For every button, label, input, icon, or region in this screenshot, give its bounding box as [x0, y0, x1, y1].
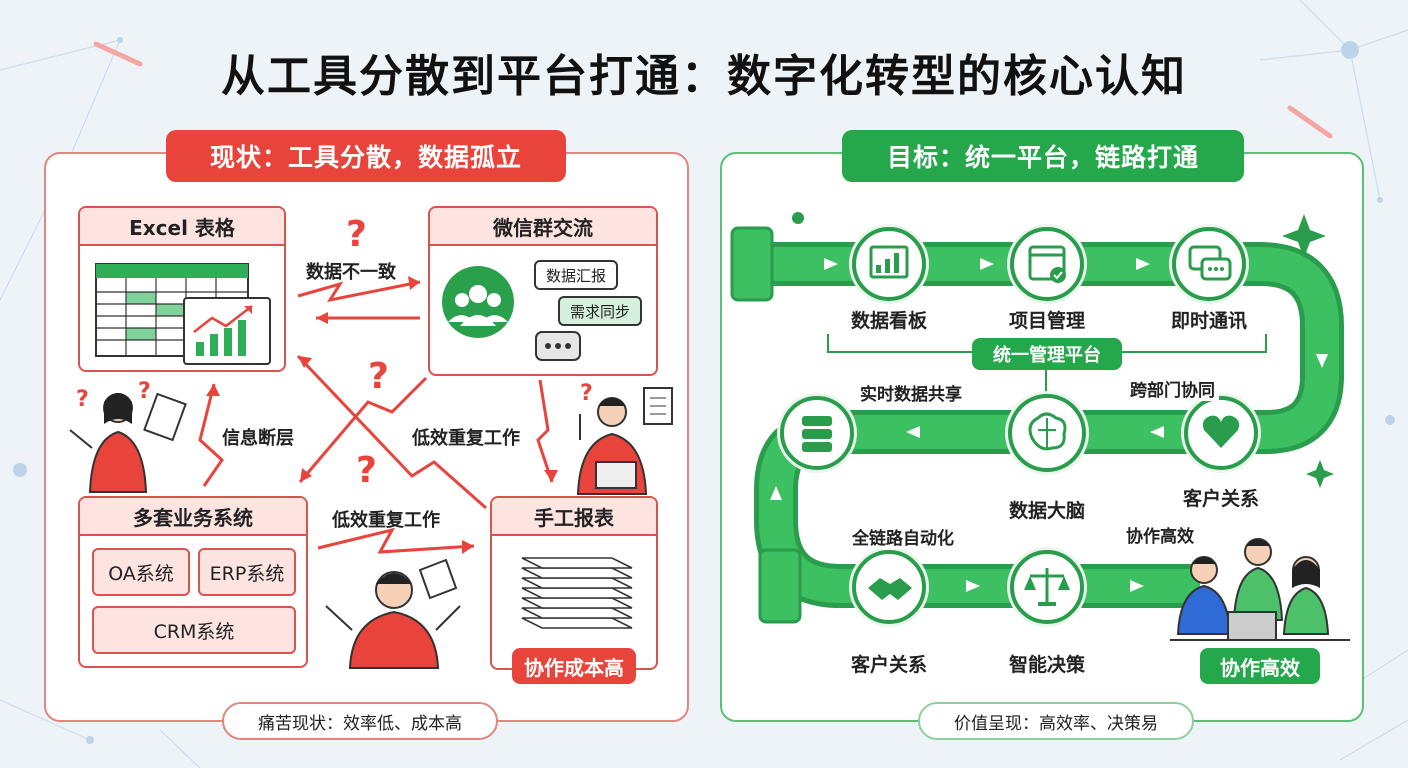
paper-stack-icon [521, 557, 633, 629]
tag-collab-efficient: 协作高效 [1122, 522, 1198, 547]
chat-icon [1188, 245, 1232, 281]
label-repeat-work-2: 低效重复工作 [332, 510, 440, 531]
node-customer-1 [1184, 396, 1258, 470]
node-database [780, 396, 854, 470]
label-project: 项目管理 [1008, 310, 1085, 332]
excel-box-title: Excel 表格 [80, 208, 284, 246]
crm-system: CRM系统 [92, 606, 296, 654]
bubble-data-report: 数据汇报 [534, 260, 618, 290]
group-chat-icon [442, 266, 581, 361]
bar-chart-icon [183, 297, 271, 365]
platform-badge: 统一管理平台 [972, 338, 1122, 370]
heart-icon [1202, 415, 1240, 448]
svg-text:?: ? [368, 356, 389, 397]
chat-dots-icon [535, 331, 581, 361]
erp-system: ERP系统 [198, 548, 296, 596]
brain-icon [1028, 412, 1067, 451]
spreadsheet-icon [95, 263, 271, 365]
bubble-requirement-sync: 需求同步 [558, 296, 642, 326]
manual-report-box: 手工报表 [490, 496, 658, 670]
node-project [1010, 227, 1084, 301]
node-dashboard [852, 227, 926, 301]
node-im [1172, 227, 1246, 301]
node-data-brain [1008, 394, 1086, 472]
node-decision [1010, 550, 1084, 624]
oa-system: OA系统 [92, 548, 190, 596]
excel-box: Excel 表格 [78, 206, 286, 372]
node-customer-2 [852, 550, 926, 624]
label-data-inconsistent: 数据不一致 [306, 262, 396, 283]
wechat-box: 微信群交流 [428, 206, 658, 376]
svg-text:?: ? [76, 387, 89, 412]
team-icon [1170, 538, 1350, 641]
left-panel-header: 现状：工具分散，数据孤立 [166, 130, 566, 182]
pointing-man-icon [576, 387, 673, 495]
tag-realtime-share: 实时数据共享 [856, 380, 966, 405]
tag-cross-dept: 跨部门协同 [1126, 376, 1219, 401]
label-decision: 智能决策 [1008, 654, 1085, 676]
main-title: 从工具分散到平台打通：数字化转型的核心认知 [221, 51, 1187, 102]
label-customer-1: 客户关系 [1182, 488, 1259, 510]
label-im: 即时通讯 [1170, 310, 1247, 332]
sparkle-icon [792, 212, 1334, 488]
collab-cost-badge: 协作成本高 [512, 648, 636, 684]
label-data-brain: 数据大脑 [1008, 500, 1085, 522]
database-icon [802, 416, 832, 452]
tag-full-automation: 全链路自动化 [848, 524, 958, 549]
label-repeat-work-1: 低效重复工作 [412, 428, 520, 449]
svg-text:?: ? [138, 379, 151, 404]
frustrated-man-icon [325, 558, 461, 669]
handshake-icon [868, 578, 912, 600]
right-panel-header: 目标：统一平台，链路打通 [842, 130, 1244, 182]
confused-woman-icon [69, 392, 187, 493]
left-footer: 痛苦现状：效率低、成本高 [222, 702, 498, 740]
right-footer: 价值呈现：高效率、决策易 [918, 702, 1194, 740]
svg-text:?: ? [356, 450, 377, 491]
wechat-box-title: 微信群交流 [430, 208, 656, 246]
manual-report-title: 手工报表 [492, 498, 656, 536]
label-dashboard: 数据看板 [850, 310, 927, 332]
svg-text:?: ? [346, 214, 367, 255]
business-systems-title: 多套业务系统 [80, 498, 306, 536]
svg-text:?: ? [580, 381, 593, 406]
scale-icon [1024, 568, 1070, 606]
team-badge: 协作高效 [1200, 648, 1320, 684]
label-info-gap: 信息断层 [222, 428, 294, 449]
calendar-check-icon [1028, 245, 1066, 283]
label-customer-2: 客户关系 [850, 654, 927, 676]
dashboard-icon [869, 245, 909, 279]
